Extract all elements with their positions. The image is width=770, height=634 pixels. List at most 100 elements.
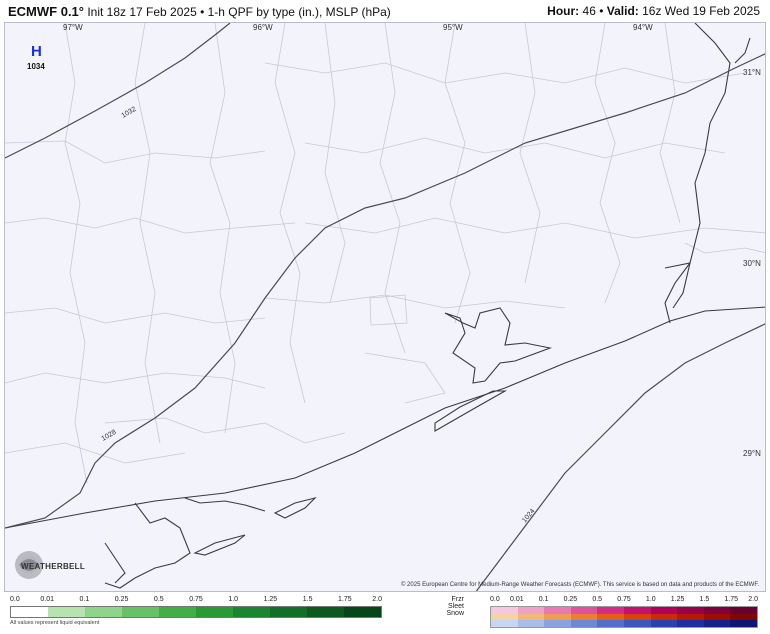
- sleet-color-cell: [597, 613, 624, 621]
- sleet-color-cell: [730, 613, 757, 621]
- legend-tick: 0.01: [509, 596, 524, 603]
- legend-tick: 1.5: [699, 596, 710, 603]
- high-pressure-marker: H: [31, 43, 42, 60]
- rain-scale: 0.0 0.01 0.1 0.25 0.5 0.75 1.0 1.25 1.5 1.75 2.0 A…: [10, 596, 382, 630]
- isobar-1028: [5, 53, 765, 529]
- sleet-color-cell: [544, 613, 571, 621]
- isobar-label-1028: 1028: [101, 429, 118, 443]
- legend-tick: 0.0: [490, 596, 500, 603]
- sleet-color-cell: [703, 613, 731, 621]
- valid-label: Valid:: [606, 4, 639, 18]
- isobar-1032: [5, 23, 231, 159]
- rain-color-bar: [10, 606, 382, 618]
- snow-color-cell: [650, 620, 678, 627]
- legend-tick: 0.1: [538, 596, 549, 603]
- isobars: [5, 23, 765, 591]
- separator-dot: •: [599, 4, 604, 18]
- legend-tick: 1.75: [724, 596, 738, 603]
- longitude-label: 95°W: [443, 23, 463, 32]
- frzr-color-cell: [517, 607, 545, 614]
- rain-color-cell: [122, 607, 159, 617]
- rain-color-cell: [11, 607, 48, 617]
- high-pressure-value: 1034: [27, 62, 45, 71]
- coastline: [5, 23, 765, 589]
- hour-label: Hour:: [547, 4, 580, 18]
- frzr-color-bar: [491, 607, 757, 614]
- frzr-color-cell: [491, 607, 518, 614]
- frzr-color-cell: [597, 607, 624, 614]
- latitude-label: 30°N: [743, 259, 761, 268]
- legend-tick: 0.75: [189, 596, 203, 603]
- legend-tick: 1.25: [263, 596, 278, 603]
- snow-color-bar: [491, 620, 757, 627]
- snow-color-cell: [623, 620, 651, 627]
- legend: 0.0 0.01 0.1 0.25 0.5 0.75 1.0 1.25 1.5 1.75 2.0 A…: [0, 594, 770, 634]
- frzr-color-cell: [703, 607, 731, 614]
- longitude-label: 94°W: [633, 23, 653, 32]
- snow-color-cell: [677, 620, 704, 627]
- legend-tick: 0.5: [592, 596, 603, 603]
- legend-tick: 0.1: [79, 596, 90, 603]
- map-canvas: 1032 1028 1024: [5, 23, 765, 591]
- snow-color-cell: [570, 620, 598, 627]
- longitude-label: 96°W: [253, 23, 273, 32]
- rain-color-cell: [48, 607, 85, 617]
- longitude-label: 97°W: [63, 23, 83, 32]
- snow-color-cell: [597, 620, 624, 627]
- legend-tick: 1.0: [228, 596, 239, 603]
- legend-tick: 2.0: [372, 596, 382, 603]
- isobar-label-1032: 1032: [121, 106, 138, 120]
- frzr-color-cell: [623, 607, 651, 614]
- ptype-color-bars: [490, 606, 758, 628]
- snow-color-cell: [517, 620, 545, 627]
- snow-color-cell: [491, 620, 518, 627]
- legend-tick: 0.75: [617, 596, 631, 603]
- ptype-label-sleet: Sleet: [448, 603, 464, 610]
- snow-color-cell: [730, 620, 757, 627]
- rain-color-cell: [233, 607, 270, 617]
- hour-value: 46: [582, 4, 596, 18]
- sleet-color-bar: [491, 613, 757, 621]
- legend-tick: 0.5: [153, 596, 164, 603]
- map-frame[interactable]: 1032 1028 1024 97°W 96°W 95°W 94°W 31°N …: [4, 22, 766, 592]
- frzr-color-cell: [650, 607, 678, 614]
- sleet-color-cell: [517, 613, 545, 621]
- run-description: Init 18z 17 Feb 2025 • 1-h QPF by type (…: [87, 5, 391, 19]
- frzr-color-cell: [544, 607, 571, 614]
- sleet-color-cell: [677, 613, 704, 621]
- legend-tick: 0.25: [563, 596, 578, 603]
- latitude-label: 31°N: [743, 68, 761, 77]
- legend-note: All values represent liquid equivalent: [10, 620, 100, 626]
- copyright-notice: © 2025 European Centre for Medium-Range …: [400, 582, 759, 588]
- legend-tick: 0.01: [40, 596, 54, 603]
- frzr-color-cell: [677, 607, 704, 614]
- title-right: Hour: 46 • Valid: 16z Wed 19 Feb 2025: [547, 4, 760, 18]
- ptype-label-snow: Snow: [446, 610, 464, 617]
- valid-value: 16z Wed 19 Feb 2025: [642, 4, 760, 18]
- model-name: ECMWF 0.1°: [8, 4, 84, 19]
- logo-text: WEATHERBELL: [21, 562, 86, 571]
- rain-color-cell: [270, 607, 307, 617]
- legend-tick: 0.25: [114, 596, 129, 603]
- sleet-color-cell: [623, 613, 651, 621]
- legend-tick: 1.5: [302, 596, 313, 603]
- rain-color-cell: [159, 607, 196, 617]
- ptype-labels: Frzr Sleet Snow: [432, 596, 464, 617]
- legend-tick: 2.0: [748, 596, 758, 603]
- snow-color-cell: [703, 620, 731, 627]
- frzr-color-cell: [730, 607, 757, 614]
- rain-color-cell: [307, 607, 344, 617]
- county-lines: [5, 23, 765, 484]
- rain-tick-row: 0.0 0.01 0.1 0.25 0.5 0.75 1.0 1.25 1.5 1.75 2.0: [10, 596, 382, 605]
- legend-tick: 0.0: [10, 596, 20, 603]
- swirl-logo-icon: [15, 551, 43, 579]
- rain-color-cell: [344, 607, 381, 617]
- sleet-color-cell: [650, 613, 678, 621]
- legend-tick: 1.0: [645, 596, 656, 603]
- latitude-label: 29°N: [743, 449, 761, 458]
- rain-color-cell: [85, 607, 122, 617]
- legend-tick: 1.75: [337, 596, 352, 603]
- frzr-color-cell: [570, 607, 598, 614]
